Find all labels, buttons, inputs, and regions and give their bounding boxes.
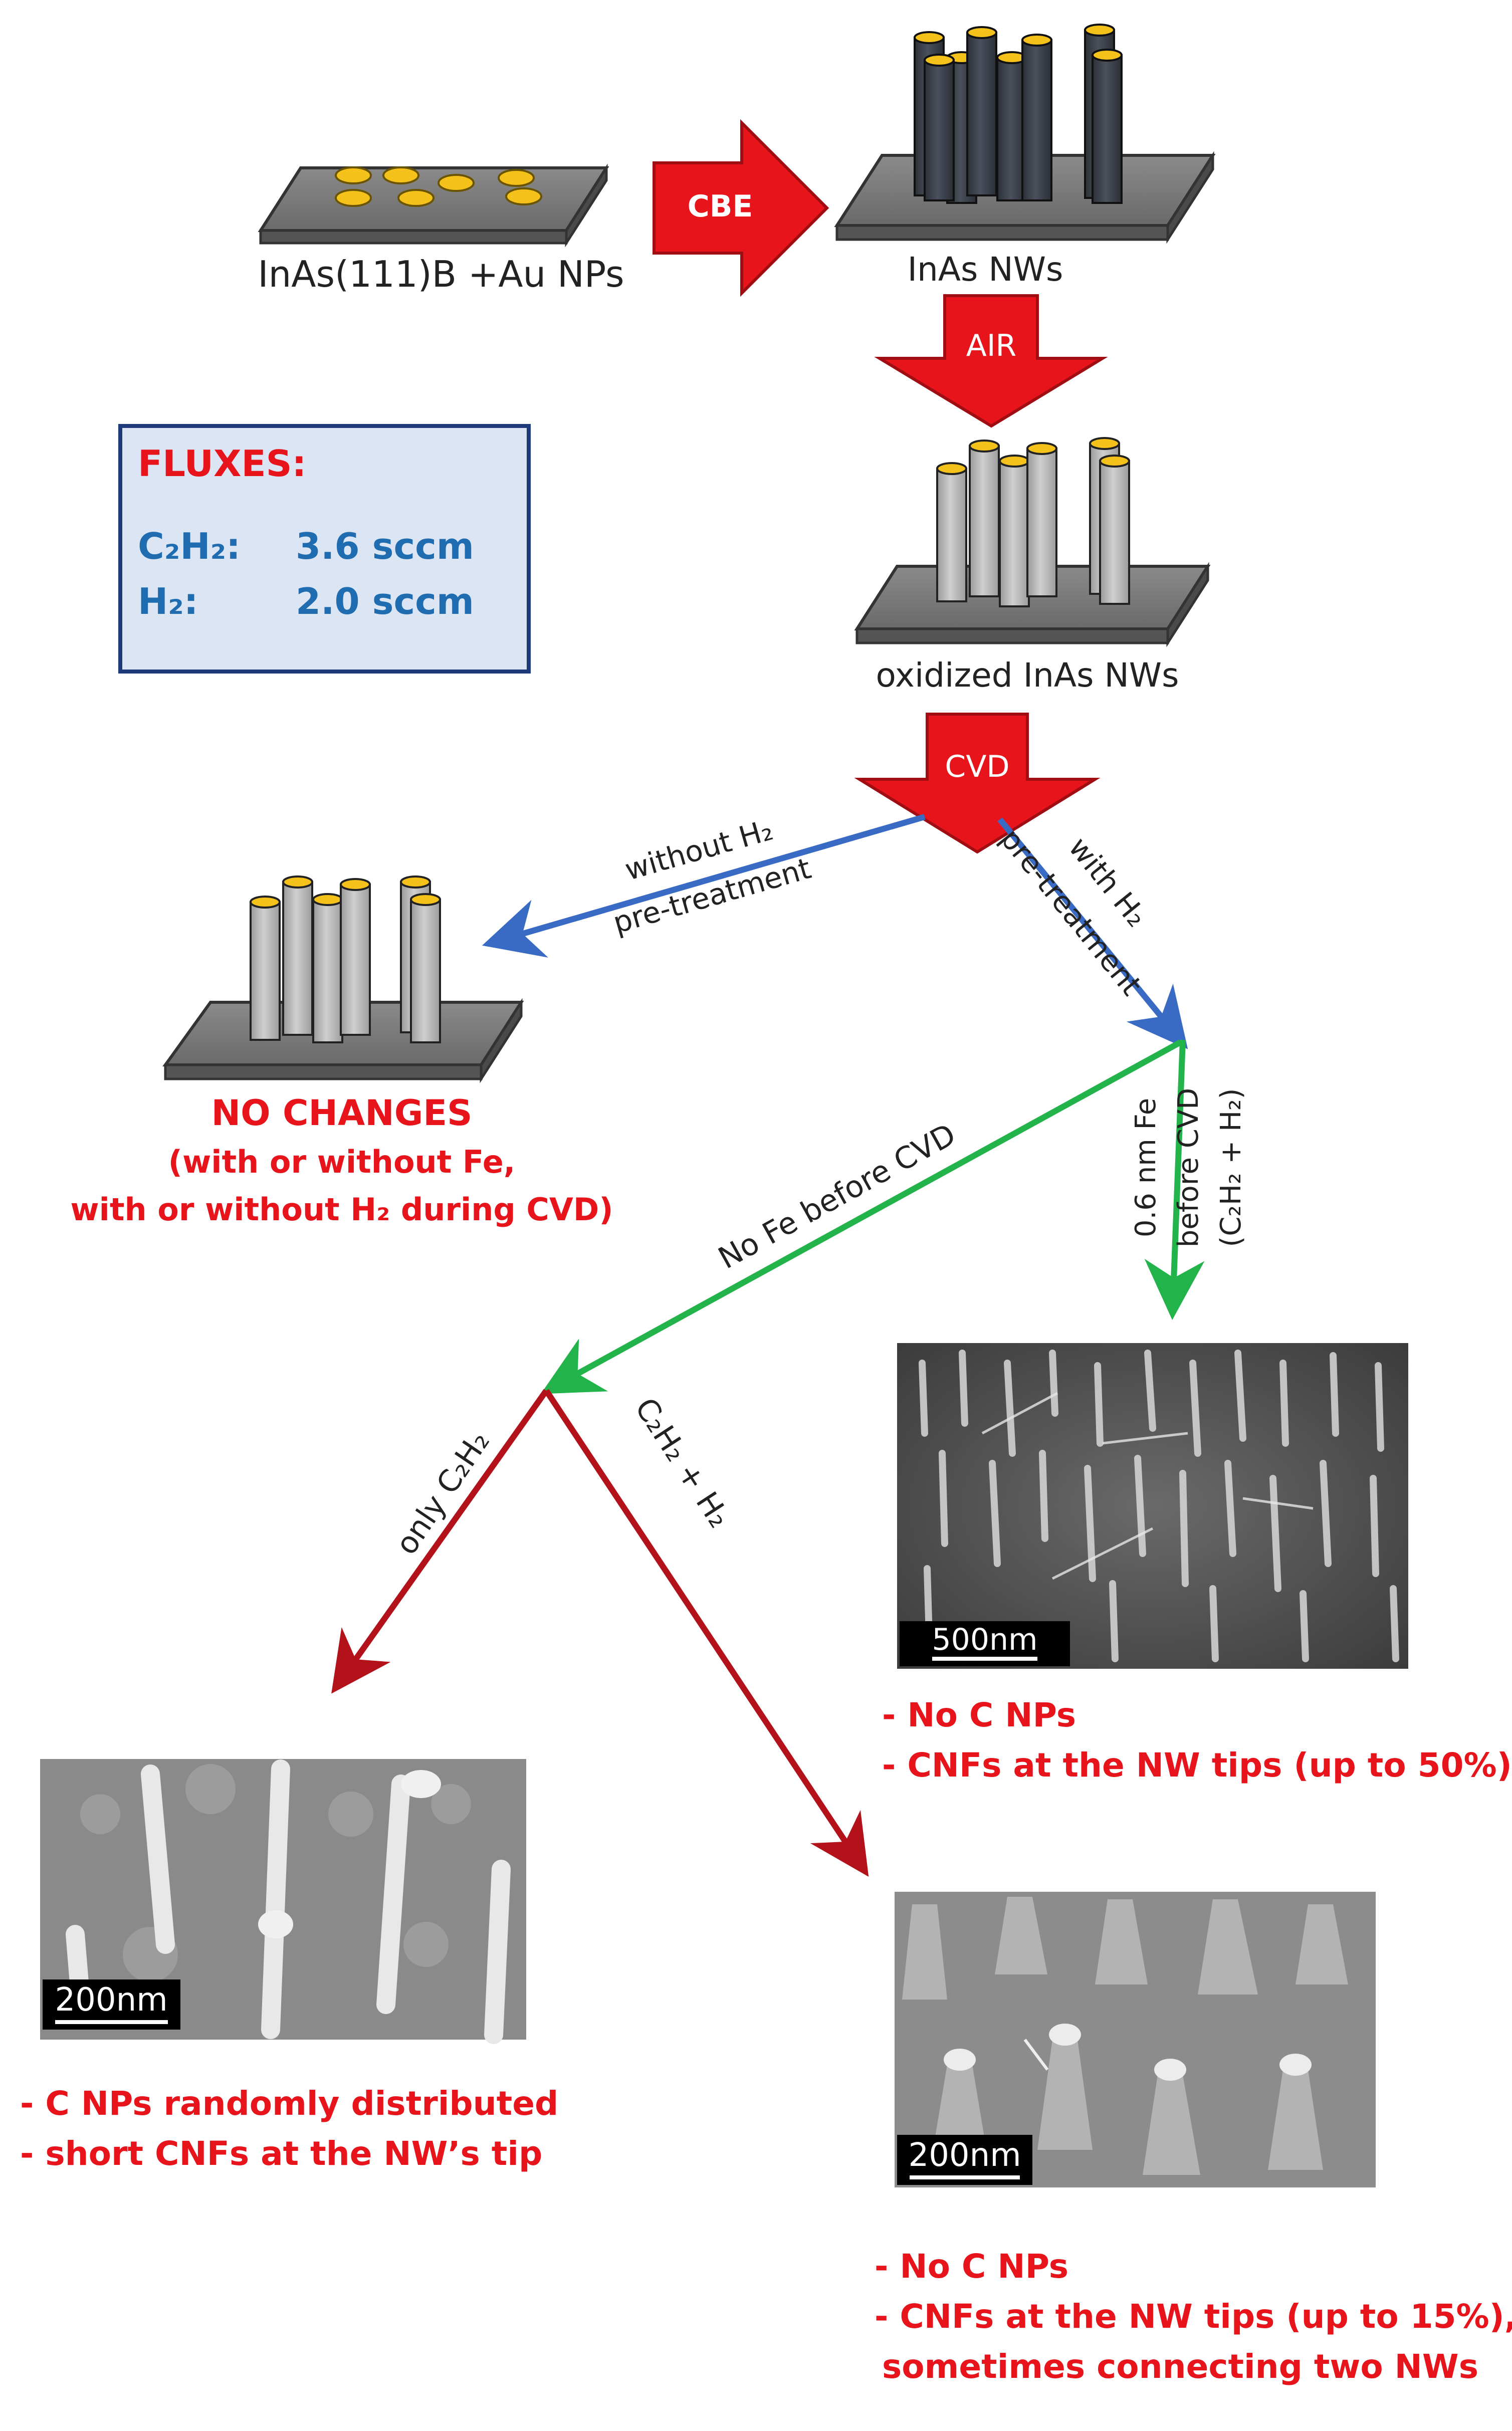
flux-species-c2h2: C₂H₂: <box>138 525 241 567</box>
oxidized-nws-label: oxidized InAs NWs <box>876 656 1179 695</box>
c2h2-h2-result-line3: sometimes connecting two NWs <box>882 2347 1478 2386</box>
no-changes-line2: (with or without Fe, <box>168 1144 516 1180</box>
fluxes-box: FLUXES: C₂H₂: 3.6 sccm H₂: 2.0 sccm <box>118 424 531 674</box>
only-c2h2-result-line1: - C NPs randomly distributed <box>20 2084 558 2123</box>
air-arrow: AIR <box>874 294 1108 428</box>
sem-fe-scale-label: 500nm <box>932 1622 1038 1657</box>
sem-image-only-c2h2: 200nm <box>40 1759 526 2044</box>
fe-result-line2: - CNFs at the NW tips (up to 50%) <box>882 1746 1512 1785</box>
with-h2-arrow <box>997 817 1188 1049</box>
without-h2-arrow <box>482 814 926 958</box>
svg-text:before CVD: before CVD <box>1172 1088 1205 1248</box>
fe-result-line1: - No C NPs <box>882 1696 1076 1734</box>
dark-wire-group <box>914 24 1123 204</box>
sem-image-c2h2-h2: 200nm <box>895 1892 1376 2187</box>
air-label: AIR <box>966 328 1016 363</box>
fe-branch-arrow <box>1144 1039 1205 1320</box>
no-fe-label: No Fe before CVD <box>713 1117 962 1276</box>
no-fe-branch-arrow <box>540 1039 1182 1394</box>
substrate-au-nps <box>258 163 609 248</box>
sem-image-fe: 500nm <box>897 1343 1408 1669</box>
without-h2-label: without H₂ pre-treatment <box>609 812 815 940</box>
fluxes-title: FLUXES: <box>138 443 306 485</box>
c2h2-h2-result-line1: - No C NPs <box>875 2247 1068 2286</box>
sem-c2h2-h2-scale-label: 200nm <box>908 2137 1021 2174</box>
only-c2h2-arrow <box>331 1389 549 1694</box>
c2h2-h2-label: C₂H₂ + H₂ <box>628 1392 737 1534</box>
svg-text:C₂H₂ + H₂: C₂H₂ + H₂ <box>628 1392 737 1534</box>
fe-branch-label: 0.6 nm Fe before CVD (C₂H₂ + H₂) <box>1130 1088 1247 1248</box>
au-particles <box>335 166 542 207</box>
substrate-label: InAs(111)B +Au NPs <box>258 253 624 295</box>
unchanged-nanowires <box>162 875 524 1083</box>
sem-only-c2h2-scale-label: 200nm <box>55 1981 167 2019</box>
no-changes-title: NO CHANGES <box>211 1092 473 1134</box>
cvd-arrow: CVD <box>854 713 1101 854</box>
only-c2h2-result-line2: - short CNFs at the NW’s tip <box>20 2134 542 2173</box>
cbe-arrow: CBE <box>653 119 829 297</box>
cbe-label: CBE <box>688 189 753 224</box>
cvd-label: CVD <box>945 749 1009 784</box>
flux-value-h2: 2.0 sccm <box>296 580 474 622</box>
inas-nws-label: InAs NWs <box>908 250 1063 289</box>
flux-species-h2: H₂: <box>138 580 198 622</box>
svg-text:No Fe before CVD: No Fe before CVD <box>713 1117 962 1276</box>
c2h2-h2-result-line2: - CNFs at the NW tips (up to 15%), <box>875 2297 1512 2336</box>
svg-text:(C₂H₂ + H₂): (C₂H₂ + H₂) <box>1215 1088 1247 1247</box>
oxidized-wire-group <box>936 437 1130 607</box>
flux-value-c2h2: 3.6 sccm <box>296 525 474 567</box>
svg-text:0.6 nm Fe: 0.6 nm Fe <box>1130 1098 1162 1237</box>
no-changes-line3: with or without H₂ during CVD) <box>70 1191 613 1228</box>
inas-nanowires <box>834 24 1216 244</box>
c2h2-h2-arrow <box>543 1389 869 1877</box>
oxidized-nanowires <box>854 437 1211 647</box>
